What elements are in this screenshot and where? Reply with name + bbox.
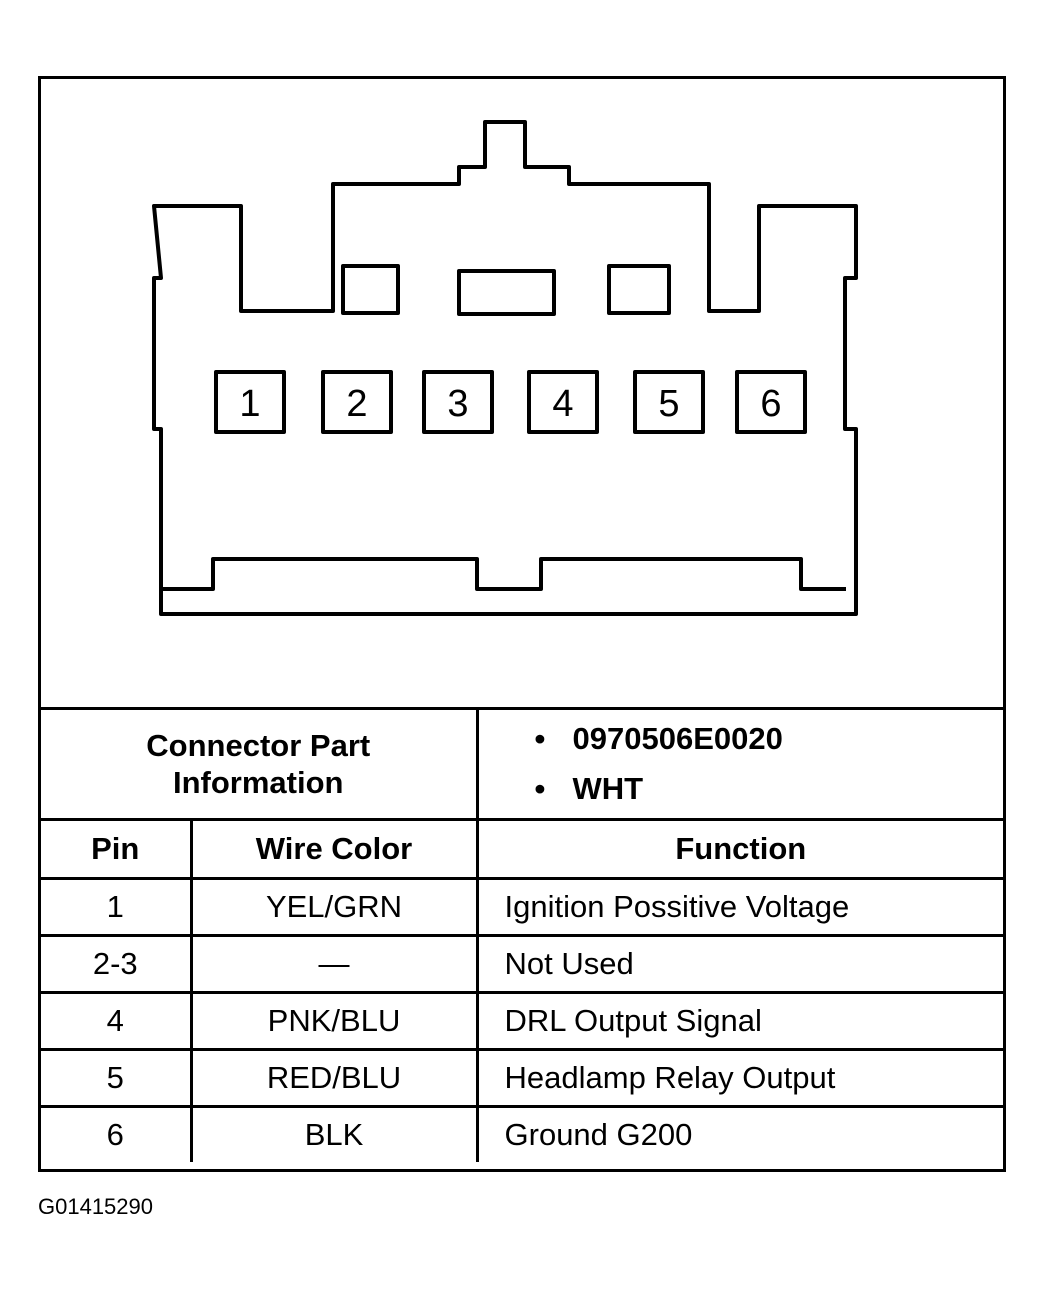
cell-function: Ground G200 (475, 1105, 1004, 1162)
cell-wire-color: BLK (189, 1105, 479, 1162)
cell-function: Not Used (475, 934, 1004, 994)
cell-function: Ignition Possitive Voltage (475, 877, 1004, 937)
table-row: 6 BLK Ground G200 (41, 1105, 1004, 1162)
pin-cavity-1 (214, 370, 286, 434)
pinout-table: Connector Part Information 0970506E0020 … (41, 707, 1004, 1162)
pin-number-4: 4 (552, 383, 573, 425)
header-function: Function (475, 818, 1004, 880)
table-row: 1 YEL/GRN Ignition Possitive Voltage (41, 877, 1004, 937)
connector-lower-rail (161, 557, 846, 591)
latch-cavity-right (607, 264, 671, 315)
pin-cavity-5 (633, 370, 705, 434)
cell-wire-color: PNK/BLU (189, 991, 479, 1051)
part-number: 0970506E0020 (535, 714, 1004, 764)
figure-code: G01415290 (38, 1194, 153, 1219)
header-pin: Pin (41, 818, 193, 880)
pin-number-2: 2 (346, 383, 367, 425)
part-info-values: 0970506E0020 WHT (475, 707, 1004, 821)
table-row: 4 PNK/BLU DRL Output Signal (41, 991, 1004, 1051)
part-info-label: Connector Part Information (41, 707, 479, 821)
connector-color: WHT (535, 764, 1004, 814)
diagram-frame: 1 2 3 4 5 6 Connector Part Information 0… (38, 76, 1006, 1172)
cell-pin: 4 (41, 991, 193, 1051)
cell-pin: 5 (41, 1048, 193, 1108)
cell-pin: 1 (41, 877, 193, 937)
connector-body-outline (152, 120, 858, 616)
pin-cavity-2 (321, 370, 393, 434)
pin-cavity-6 (735, 370, 807, 434)
header-wire-color: Wire Color (189, 818, 479, 880)
latch-cavity-left (341, 264, 400, 315)
cell-function: DRL Output Signal (475, 991, 1004, 1051)
part-info-label-line2: Information (173, 765, 344, 800)
connector-face-svg: 1 2 3 4 5 6 (152, 120, 858, 616)
table-row: 5 RED/BLU Headlamp Relay Output (41, 1048, 1004, 1108)
table-header-row: Pin Wire Color Function (41, 818, 1004, 880)
cell-wire-color: — (189, 934, 479, 994)
latch-cavity-center (457, 269, 556, 316)
cell-pin: 6 (41, 1105, 193, 1162)
part-info-label-line1: Connector Part (146, 727, 371, 763)
pin-cavity-3 (422, 370, 494, 434)
cell-pin: 2-3 (41, 934, 193, 994)
table-row: 2-3 — Not Used (41, 934, 1004, 994)
pin-number-3: 3 (447, 383, 468, 425)
cell-wire-color: YEL/GRN (189, 877, 479, 937)
part-info-row: Connector Part Information 0970506E0020 … (41, 707, 1004, 821)
cell-function: Headlamp Relay Output (475, 1048, 1004, 1108)
connector-diagram: 1 2 3 4 5 6 (41, 79, 1003, 709)
cell-wire-color: RED/BLU (189, 1048, 479, 1108)
pin-number-1: 1 (239, 383, 260, 425)
pin-cavity-4 (527, 370, 599, 434)
pin-number-6: 6 (760, 383, 781, 425)
pin-number-5: 5 (658, 383, 679, 425)
